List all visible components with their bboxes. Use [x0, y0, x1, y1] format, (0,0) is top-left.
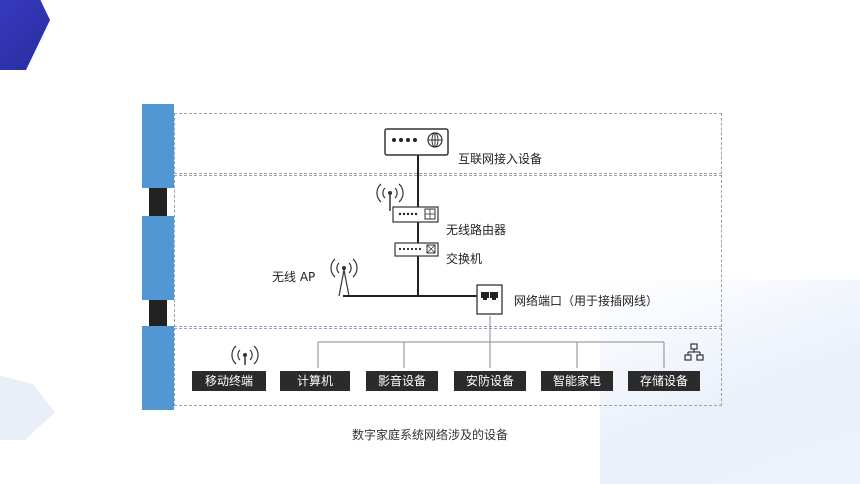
zone-bar-devices	[142, 326, 174, 410]
diagram-caption: 数字家庭系统网络涉及的设备	[351, 428, 508, 442]
device-computer: 计算机	[280, 371, 350, 391]
access-point-icon	[330, 258, 358, 297]
zone-devices	[174, 328, 722, 406]
device-security: 安防设备	[454, 371, 526, 391]
network-port-icon	[476, 284, 503, 315]
zone-bar-lan	[142, 216, 174, 300]
wifi-signal-icon	[376, 183, 404, 211]
internet-access-label: 互联网接入设备	[458, 152, 543, 166]
device-mobile-terminal: 移动终端	[192, 371, 266, 391]
wireless-router-label: 无线路由器	[446, 223, 507, 237]
network-port-label: 网络端口（用于接插网线）	[514, 294, 659, 308]
mobile-wifi-icon	[231, 345, 259, 365]
network-topology-icon	[684, 343, 704, 361]
zone-bar-internet	[142, 104, 174, 188]
switch-icon	[394, 242, 439, 257]
router-icon	[392, 206, 439, 223]
switch-label: 交换机	[446, 252, 483, 266]
zone-lan	[174, 175, 722, 327]
device-storage: 存储设备	[628, 371, 700, 391]
wireless-ap-label: 无线 AP	[272, 270, 316, 284]
zone-connector-1	[149, 188, 167, 216]
device-smart-appliance: 智能家电	[541, 371, 613, 391]
modem-icon	[384, 128, 449, 156]
device-av: 影音设备	[366, 371, 438, 391]
zone-connector-2	[149, 300, 167, 326]
zone-internet	[174, 113, 722, 174]
